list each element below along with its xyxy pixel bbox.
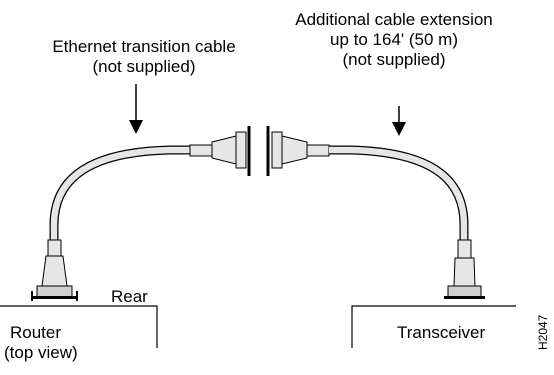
extension-label-line2: up to 164' (50 m) xyxy=(330,30,458,49)
extension-label-line3: (not supplied) xyxy=(342,50,446,69)
arrow-right xyxy=(392,106,406,136)
cable-extension xyxy=(266,126,485,299)
router-label-line1: Router xyxy=(10,323,62,342)
transceiver-label: Transceiver xyxy=(397,323,486,342)
router-label: Router (top view) xyxy=(4,323,78,363)
extension-label-line1: Additional cable extension xyxy=(295,10,493,29)
ethernet-transition-cable xyxy=(31,126,251,301)
ethernet-label-line2: (not supplied) xyxy=(92,57,196,76)
transceiver-chassis xyxy=(351,305,516,348)
rear-label: Rear xyxy=(111,287,148,306)
extension-cable-label: Additional cable extension up to 164' (5… xyxy=(266,10,522,70)
router-label-line2: (top view) xyxy=(4,343,78,362)
router-chassis xyxy=(0,305,158,348)
arrow-left xyxy=(129,84,143,134)
figure-id: H2047 xyxy=(536,314,550,350)
ethernet-cable-label: Ethernet transition cable (not supplied) xyxy=(16,37,272,77)
ethernet-label-line1: Ethernet transition cable xyxy=(52,37,236,56)
